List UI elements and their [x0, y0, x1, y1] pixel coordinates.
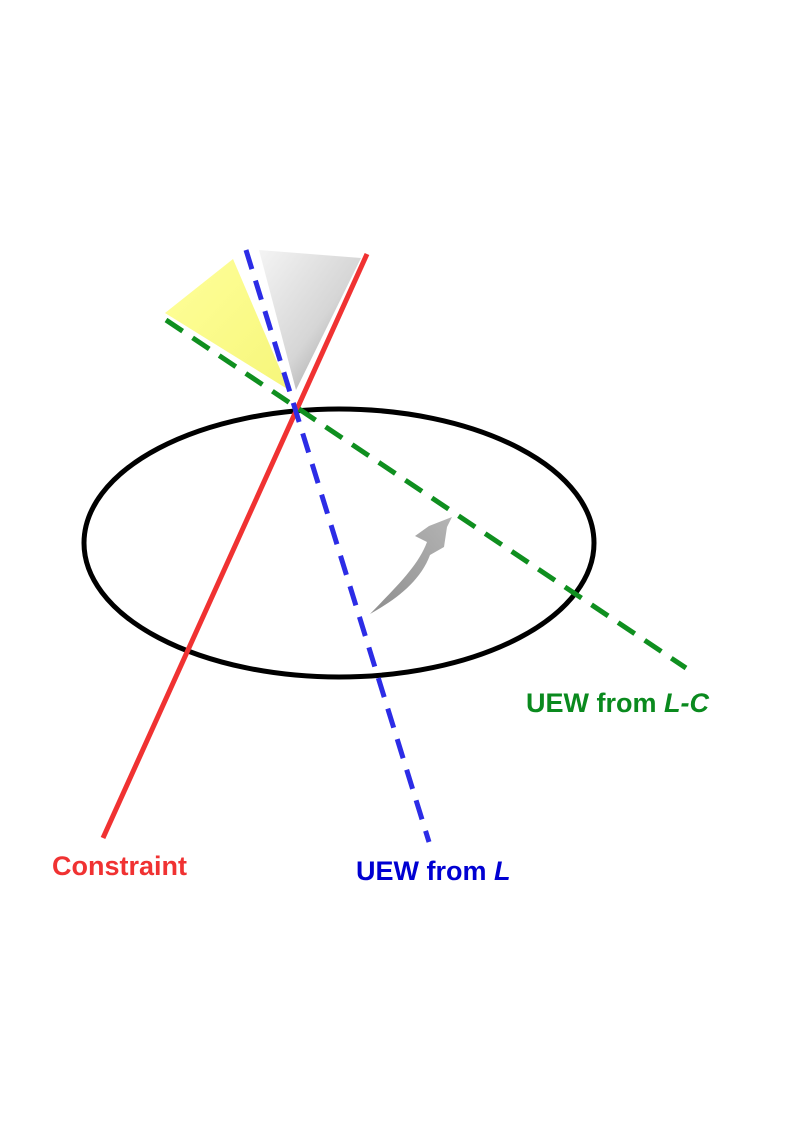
curved-arrow-icon	[370, 517, 452, 614]
uew-lc-label-prefix: UEW from	[526, 688, 664, 718]
constraint-label: Constraint	[52, 851, 187, 881]
uew-l-label: UEW from L	[356, 856, 511, 886]
yellow-wedge	[165, 259, 289, 390]
ellipse-outline	[81, 406, 597, 680]
uew-l-line	[243, 249, 432, 843]
constraint-line	[100, 252, 370, 840]
uew-l-label-prefix: UEW from	[356, 856, 494, 886]
uew-l-label-variable: L	[494, 856, 511, 886]
uew-lc-label-variable: L-C	[664, 688, 709, 718]
gray-wedge	[259, 250, 361, 390]
uew-lc-label: UEW from L-C	[526, 688, 709, 718]
uew-lc-line	[164, 317, 688, 671]
